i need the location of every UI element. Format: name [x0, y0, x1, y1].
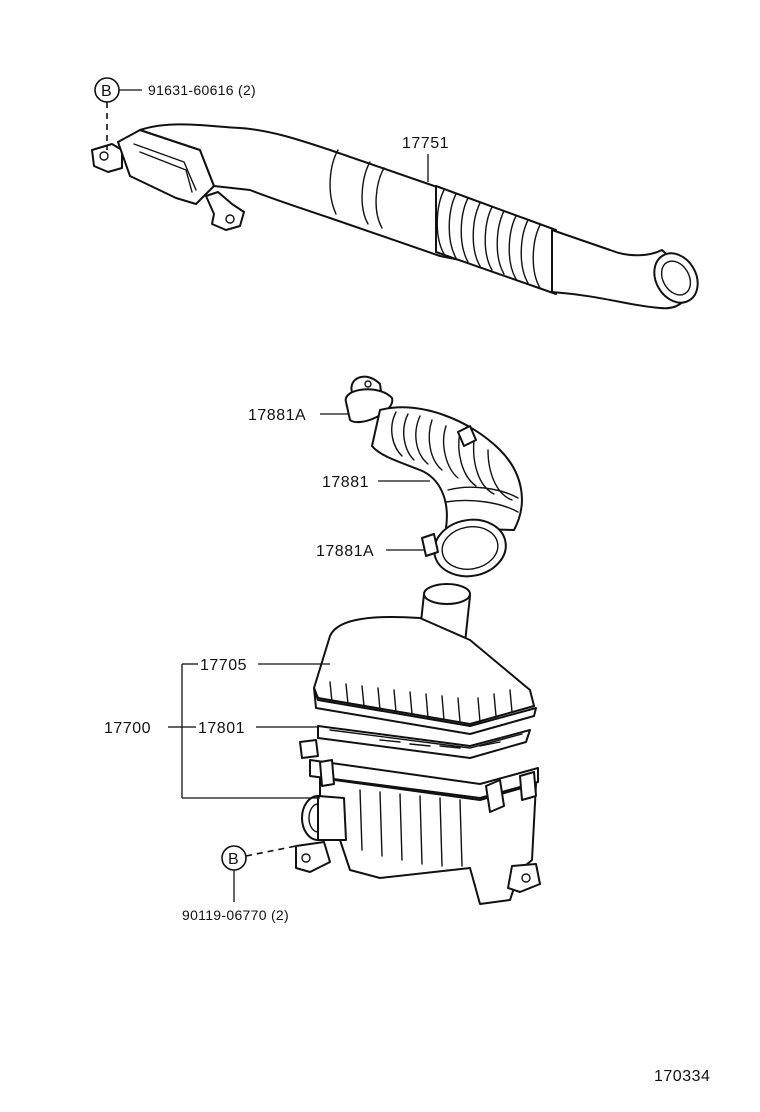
callout-assembly-bracket: 17700 17705 17801	[104, 657, 330, 799]
callout-clamp-upper: 17881A	[248, 407, 348, 424]
bolt-part-number-top: 91631-60616 (2)	[148, 82, 256, 98]
hose-part-number: 17881	[322, 474, 369, 491]
bolt-part-number-bottom: 90119-06770 (2)	[182, 907, 289, 923]
duct-part-number: 17751	[402, 135, 449, 152]
clamp-lower-part-number: 17881A	[316, 543, 374, 560]
cleaner-assy-part-number: 17700	[104, 720, 151, 737]
callout-duct: 17751	[402, 135, 449, 182]
callout-bolt-bottom: B 90119-06770 (2)	[182, 845, 297, 923]
air-hose-17881	[344, 375, 523, 578]
intake-duct-17751	[91, 123, 699, 310]
bolt-marker-top: B	[101, 83, 112, 100]
air-filter-element-17801	[317, 725, 531, 759]
air-cleaner-case	[295, 739, 541, 905]
callout-bolt-top: B 91631-60616 (2)	[94, 77, 256, 150]
figure-number: 170334	[654, 1068, 710, 1085]
air-cleaner-cap-17705	[313, 583, 537, 735]
element-part-number: 17801	[198, 720, 245, 737]
callout-clamp-lower: 17881A	[316, 543, 424, 560]
clamp-upper-part-number: 17881A	[248, 407, 306, 424]
bolt-marker-bottom: B	[228, 851, 239, 868]
callout-hose: 17881	[322, 474, 430, 491]
cap-part-number: 17705	[200, 657, 247, 674]
